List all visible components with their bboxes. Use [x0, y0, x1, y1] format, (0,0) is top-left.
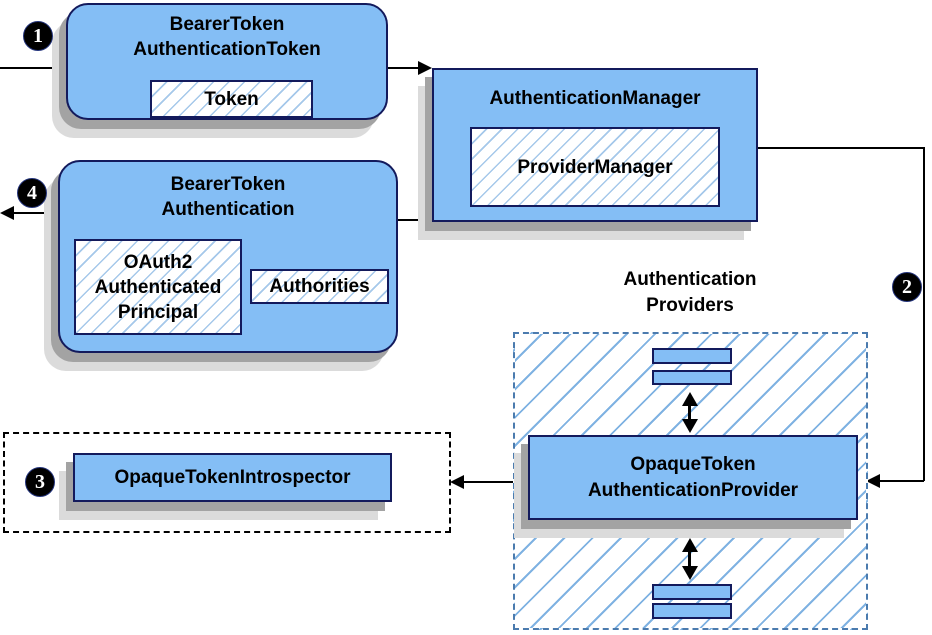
- authentication-providers-label: Authentication Providers: [590, 267, 790, 319]
- flow-line-step4-out: [14, 212, 58, 214]
- double-arrow-top-up-head: [682, 392, 698, 406]
- oauth2-authenticated-principal-line1: OAuth2: [123, 251, 193, 273]
- step-badge-3: 3: [25, 467, 55, 497]
- bearer-token-authentication-box: BearerToken Authentication OAuth2 Authen…: [58, 160, 398, 353]
- oauth2-authenticated-principal-line3: Principal: [117, 301, 199, 323]
- double-arrow-bottom-shaft: [688, 549, 691, 568]
- step-badge-1: 1: [23, 21, 53, 51]
- bearer-token-authentication-title: BearerToken Authentication: [60, 172, 396, 222]
- step-badge-2-number: 2: [902, 275, 912, 298]
- authorities-label: Authorities: [269, 276, 370, 297]
- flow-line-manager-to-authentication: [398, 219, 432, 221]
- step-badge-3-number: 3: [35, 470, 45, 493]
- token-leaf: Token: [150, 80, 313, 118]
- bearer-token-authentication-token-title: BearerToken AuthenticationToken: [68, 12, 386, 62]
- token-label: Token: [204, 88, 259, 110]
- authorities-leaf: Authorities: [250, 269, 389, 304]
- flow-line-token-to-manager: [388, 67, 420, 69]
- bearer-token-authentication-title-line2: Authentication: [161, 199, 295, 220]
- authentication-providers-label-line1: Authentication: [623, 269, 757, 290]
- provider-manager-label: ProviderManager: [517, 156, 673, 178]
- double-arrow-top-shaft: [688, 403, 691, 422]
- flow-line-request-in: [0, 67, 66, 69]
- opaque-token-introspector-box: OpaqueTokenIntrospector: [73, 453, 392, 502]
- opaque-token-authentication-provider-box: OpaqueToken AuthenticationProvider: [528, 435, 858, 520]
- flow-line-provider-to-introspector: [464, 481, 513, 483]
- double-arrow-top-down-head: [682, 419, 698, 433]
- double-arrow-bottom-down-head: [682, 566, 698, 580]
- provider-manager-leaf: ProviderManager: [470, 127, 720, 207]
- arrowhead-right-to-authentication-manager: [418, 61, 432, 75]
- bearer-token-authentication-title-line1: BearerToken: [170, 174, 286, 195]
- arrowhead-left-step4: [0, 206, 14, 220]
- provider-slot-bar-top-1: [652, 348, 732, 364]
- arrowhead-left-to-introspector: [450, 475, 464, 489]
- authentication-providers-label-line2: Providers: [646, 295, 734, 316]
- bearer-token-authentication-token-box: BearerToken AuthenticationToken Token: [66, 3, 388, 120]
- provider-slot-bar-bottom-2: [652, 603, 732, 619]
- opaque-token-authentication-provider-line1: OpaqueToken: [630, 453, 756, 475]
- opaque-token-authentication-provider-line2: AuthenticationProvider: [587, 479, 799, 501]
- bearer-token-authentication-token-title-line1: BearerToken: [169, 14, 285, 35]
- double-arrow-bottom-up-head: [682, 538, 698, 552]
- oauth2-authenticated-principal-line2: Authenticated: [94, 276, 222, 298]
- flow-line-step2-vertical: [923, 147, 925, 481]
- provider-slot-bar-top-2: [652, 370, 732, 385]
- step-badge-2: 2: [892, 272, 922, 302]
- step-badge-4-number: 4: [27, 181, 37, 204]
- flow-line-step2-bottom: [878, 480, 924, 482]
- step-badge-1-number: 1: [33, 24, 43, 47]
- authentication-manager-box: AuthenticationManager ProviderManager: [432, 68, 758, 222]
- bearer-token-authentication-token-title-line2: AuthenticationToken: [133, 39, 321, 60]
- flow-line-step2-top: [757, 147, 925, 149]
- authentication-manager-title: AuthenticationManager: [489, 88, 701, 109]
- opaque-token-introspector-label: OpaqueTokenIntrospector: [114, 466, 351, 488]
- oauth2-authenticated-principal-leaf: OAuth2 Authenticated Principal: [74, 239, 242, 335]
- arrowhead-left-to-provider: [866, 474, 880, 488]
- step-badge-4: 4: [17, 178, 47, 208]
- provider-slot-bar-bottom-1: [652, 584, 732, 600]
